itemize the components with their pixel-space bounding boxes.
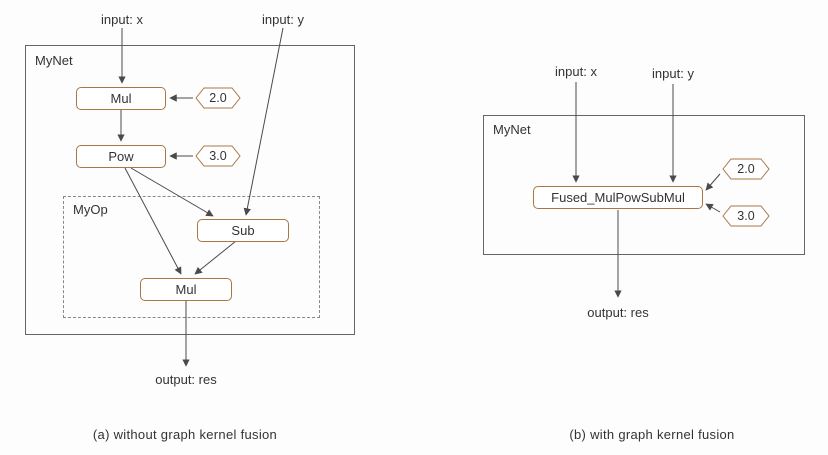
- hexagon-shape-icon: [722, 205, 770, 227]
- hexagon-shape-icon: [195, 87, 241, 109]
- left-output-label: output: res: [155, 372, 217, 387]
- right-const-2-label: 2.0: [737, 162, 755, 176]
- left-node-mul-2: Mul: [140, 278, 232, 301]
- left-input-x-label: input: x: [101, 12, 143, 27]
- right-mynet-label: MyNet: [493, 122, 531, 137]
- right-output-label: output: res: [587, 305, 649, 320]
- left-input-y-label: input: y: [262, 12, 304, 27]
- left-mynet-box: [25, 45, 355, 335]
- left-node-pow: Pow: [76, 145, 166, 168]
- right-caption: (b) with graph kernel fusion: [569, 427, 735, 442]
- left-const-3-label: 3.0: [209, 149, 227, 163]
- right-mynet-box: [483, 115, 805, 255]
- right-input-y-label: input: y: [652, 66, 694, 81]
- left-caption: (a) without graph kernel fusion: [92, 427, 278, 442]
- right-const-3: 3.0: [722, 205, 770, 227]
- left-node-mul-1: Mul: [76, 87, 166, 110]
- hexagon-shape-icon: [722, 158, 770, 180]
- hexagon-shape-icon: [195, 145, 241, 167]
- left-mynet-label: MyNet: [35, 53, 73, 68]
- left-node-sub: Sub: [197, 219, 289, 242]
- right-node-fused: Fused_MulPowSubMul: [533, 186, 703, 209]
- right-const-3-label: 3.0: [737, 209, 755, 223]
- left-const-2-label: 2.0: [209, 91, 227, 105]
- left-const-2: 2.0: [195, 87, 241, 109]
- left-const-3: 3.0: [195, 145, 241, 167]
- right-input-x-label: input: x: [555, 64, 597, 79]
- left-myop-label: MyOp: [73, 202, 108, 217]
- right-const-2: 2.0: [722, 158, 770, 180]
